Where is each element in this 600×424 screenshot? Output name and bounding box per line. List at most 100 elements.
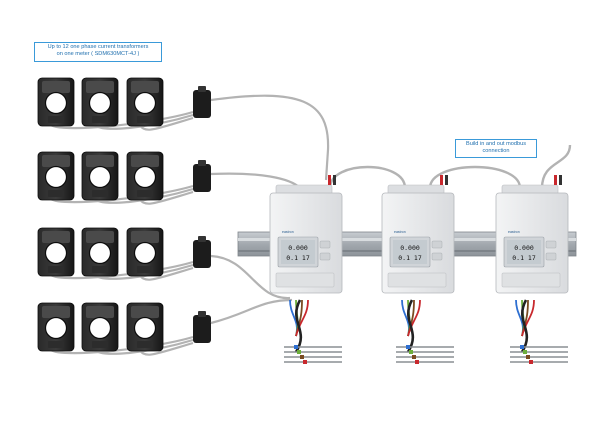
meter-power-wiring xyxy=(396,299,454,364)
ct-aperture xyxy=(44,241,68,265)
modbus-pin xyxy=(559,175,562,185)
meter-brand: eastron xyxy=(508,230,520,234)
modbus-pin xyxy=(440,175,443,185)
meter-display-line-1: 0.000 xyxy=(288,244,308,252)
ct-callout-line-1: Up to 12 one phase current transformers xyxy=(47,44,149,50)
meter-display-line-1: 0.000 xyxy=(514,244,534,252)
current-transformer xyxy=(37,77,75,127)
current-transformer xyxy=(37,227,75,277)
ct-base xyxy=(48,116,64,123)
junction-box xyxy=(193,311,211,343)
modbus-pin xyxy=(445,175,448,185)
ct-aperture xyxy=(44,165,68,189)
ct-aperture xyxy=(44,316,68,340)
power-cable xyxy=(294,299,303,353)
junction-body xyxy=(193,315,211,343)
meter-brand: eastron xyxy=(282,230,294,234)
junction-cap xyxy=(198,86,206,92)
power-wire xyxy=(521,299,535,337)
ct-aperture xyxy=(88,165,112,189)
power-terminal xyxy=(415,360,419,364)
meter-lcd xyxy=(281,240,315,264)
modbus-link-cable xyxy=(428,165,522,189)
junction-box xyxy=(193,86,211,118)
current-transformer xyxy=(37,302,75,352)
power-terminal xyxy=(294,345,298,349)
meter-button xyxy=(431,252,443,261)
meter-display-line-1: 0.000 xyxy=(400,244,420,252)
ct-bundle-cable xyxy=(210,94,330,181)
ct-aperture xyxy=(133,165,157,189)
power-wires xyxy=(284,299,568,364)
ct-clip-top xyxy=(42,231,70,243)
ct-bundle-cable xyxy=(210,254,291,300)
ct-aperture xyxy=(133,241,157,265)
modbus-pin xyxy=(328,175,331,185)
current-transformer xyxy=(126,151,164,201)
modbus-out-cable xyxy=(540,144,572,189)
ct-capacity-callout: Up to 12 one phase current transformers … xyxy=(34,42,162,62)
ct-clip-top xyxy=(131,155,159,167)
ct-clip-top xyxy=(42,81,70,93)
ct-clip-top xyxy=(131,81,159,93)
modbus-pin xyxy=(554,175,557,185)
meter-display-line-2: 0.1 17 xyxy=(286,254,310,262)
ct-base xyxy=(137,266,153,273)
ct-base xyxy=(92,116,108,123)
meter-lcd xyxy=(507,240,541,264)
junction-body xyxy=(193,240,211,268)
power-cable xyxy=(406,299,415,353)
current-transformer xyxy=(37,151,75,201)
power-terminal xyxy=(520,345,524,349)
ct-clip-top xyxy=(42,155,70,167)
ct-clip-top xyxy=(131,231,159,243)
ct-base xyxy=(48,190,64,197)
ct-base xyxy=(137,116,153,123)
current-transformer xyxy=(81,302,119,352)
meter-button xyxy=(545,240,557,249)
ct-base xyxy=(48,341,64,348)
ct-lead-cable xyxy=(93,113,194,130)
ct-clip-top xyxy=(86,81,114,93)
ct-base xyxy=(48,266,64,273)
current-transformer xyxy=(81,151,119,201)
meter-button xyxy=(431,240,443,249)
current-transformer xyxy=(126,302,164,352)
current-transformer xyxy=(126,77,164,127)
energy-meters: 0.000 0.1 17 eastron 0.000 0.1 17 eastron 0.00… xyxy=(269,175,569,294)
modbus-cables xyxy=(210,94,572,325)
ct-bundle-cable xyxy=(210,298,293,325)
ct-aperture xyxy=(133,91,157,115)
ct-lead-cable xyxy=(93,263,194,280)
current-transformer xyxy=(81,227,119,277)
modbus-callout: Build in and out modbus connection xyxy=(455,139,537,158)
ct-clip-top xyxy=(86,306,114,318)
meter-power-wiring xyxy=(510,299,568,364)
junction-body xyxy=(193,164,211,192)
junction-cap xyxy=(198,160,206,166)
ct-base xyxy=(92,190,108,197)
ct-callout-line-2: on one meter ( SDM630MCT-4J ) xyxy=(56,51,140,57)
junction-cap xyxy=(198,236,206,242)
meter-lcd xyxy=(393,240,427,264)
modbus-callout-line-1: Build in and out modbus xyxy=(465,141,527,147)
power-wire xyxy=(407,299,421,337)
ct-clip-top xyxy=(42,306,70,318)
power-cable xyxy=(520,299,529,353)
modbus-pin xyxy=(333,175,336,185)
ct-aperture xyxy=(88,316,112,340)
meter-button xyxy=(545,252,557,261)
ct-aperture xyxy=(88,91,112,115)
junction-box xyxy=(193,160,211,192)
power-terminal xyxy=(409,350,413,354)
meter-display-line-2: 0.1 17 xyxy=(398,254,422,262)
modbus-link-cable xyxy=(328,165,407,189)
ct-aperture xyxy=(44,91,68,115)
meter-button xyxy=(319,252,331,261)
power-terminal xyxy=(303,360,307,364)
junction-body xyxy=(193,90,211,118)
meter-display-line-2: 0.1 17 xyxy=(512,254,536,262)
ct-clip-top xyxy=(86,155,114,167)
ct-base xyxy=(137,190,153,197)
